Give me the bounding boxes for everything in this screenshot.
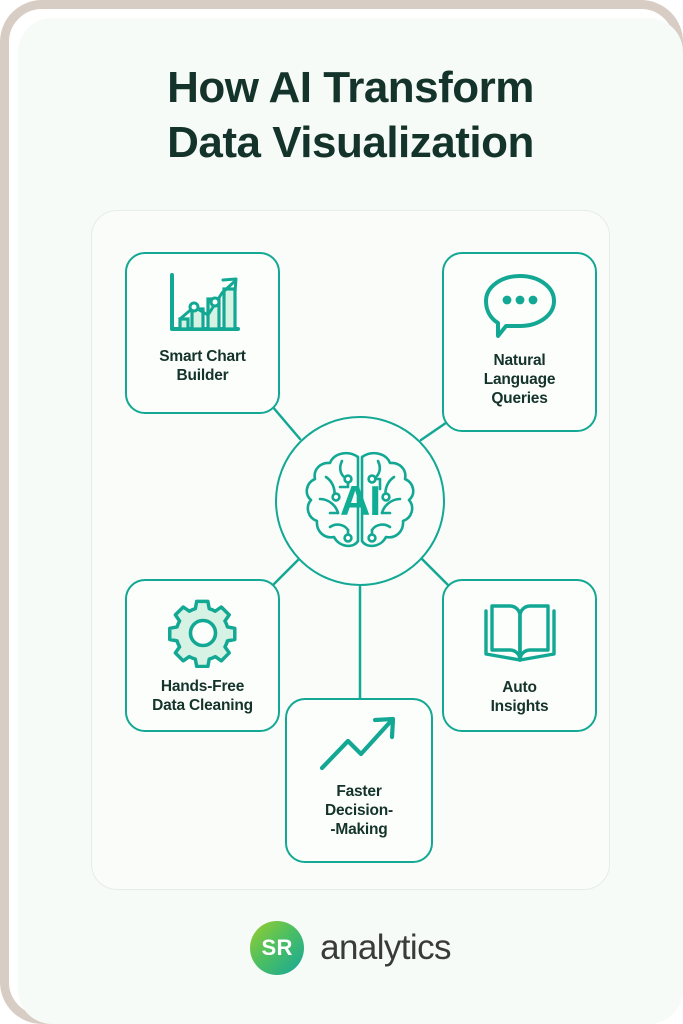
open-book-icon bbox=[480, 601, 560, 665]
page-title-line-1: How AI Transform bbox=[167, 63, 534, 112]
gear-icon bbox=[167, 598, 238, 668]
label-line-1: Faster bbox=[336, 783, 382, 800]
label-line-1: Auto bbox=[502, 679, 537, 696]
diagram-panel: Smart Chart Builder bbox=[91, 210, 610, 890]
feature-card-smart-chart-builder[interactable]: Smart Chart Builder bbox=[125, 252, 280, 414]
feature-card-auto-insights[interactable]: Auto Insights bbox=[442, 579, 597, 732]
center-node-label: AI bbox=[340, 477, 381, 524]
feature-card-label: Faster Decision- -Making bbox=[319, 783, 399, 840]
feature-card-label: Auto Insights bbox=[485, 679, 555, 717]
feature-card-label: Smart Chart Builder bbox=[153, 348, 252, 386]
label-line-3: -Making bbox=[330, 820, 388, 838]
center-node-ai[interactable]: AI bbox=[275, 416, 445, 586]
feature-card-hands-free-data-cleaning[interactable]: Hands-Free Data Cleaning bbox=[125, 579, 280, 732]
label-line-2: Data Cleaning bbox=[152, 696, 253, 714]
label-line-3: Queries bbox=[491, 389, 548, 407]
label-line-2: Builder bbox=[176, 366, 229, 384]
infographic-page: How AI Transform Data Visualization bbox=[18, 18, 683, 1024]
label-line-2: Language bbox=[483, 370, 556, 388]
upward-trend-arrow-icon bbox=[317, 715, 401, 773]
bar-chart-growth-icon bbox=[164, 271, 242, 337]
brain-circuit-icon bbox=[305, 451, 415, 548]
feature-card-faster-decision-making[interactable]: Faster Decision- -Making bbox=[285, 698, 433, 863]
page-title-line-2: Data Visualization bbox=[167, 118, 534, 168]
logo-badge-sr: SR bbox=[250, 921, 305, 975]
feature-card-natural-language-queries[interactable]: Natural Language Queries bbox=[442, 252, 597, 432]
feature-card-label: Natural Language Queries bbox=[478, 352, 562, 409]
page-title: How AI Transform Data Visualization bbox=[18, 60, 683, 171]
label-line-1: Natural bbox=[493, 352, 546, 369]
footer-logo: SR analytics bbox=[18, 921, 683, 975]
label-line-2: Decision- bbox=[325, 801, 393, 819]
label-line-2: Insights bbox=[490, 697, 549, 715]
brand-name: analytics bbox=[320, 928, 451, 967]
label-line-1: Hands-Free bbox=[160, 678, 245, 695]
label-line-1: Smart Chart bbox=[159, 348, 246, 365]
feature-card-label: Hands-Free Data Cleaning bbox=[146, 678, 259, 716]
speech-bubble-dots-icon bbox=[482, 272, 558, 340]
